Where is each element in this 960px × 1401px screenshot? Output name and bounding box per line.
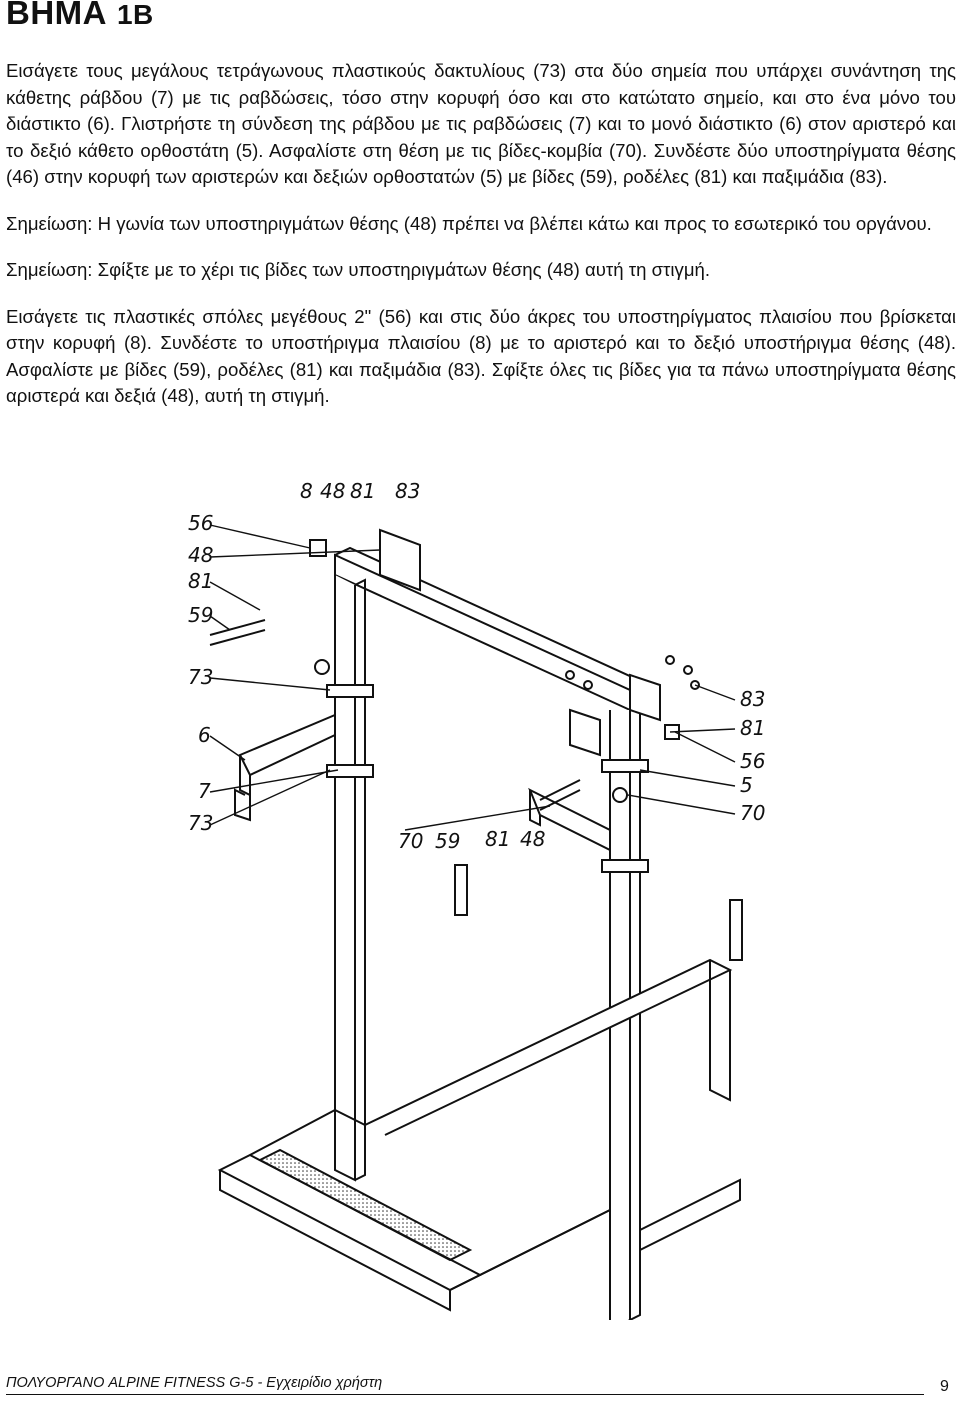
step-number: 1B: [116, 0, 154, 30]
callout-labels: 8 48 81 83 56 48 81 59 73 6 7 73 83 81 5…: [188, 479, 765, 853]
paragraph-1: Εισάγετε τους μεγάλους τετράγωνους πλαστ…: [6, 60, 956, 187]
callout-top-8: 8: [300, 479, 313, 503]
callout-top-83: 83: [395, 479, 420, 503]
callout-left-73: 73: [188, 665, 213, 689]
page-title: ΒΗΜΑ 1B: [6, 0, 154, 32]
callout-right-5: 5: [740, 773, 753, 797]
footer-divider: [6, 1394, 924, 1395]
callout-left-81: 81: [188, 569, 213, 593]
callout-bottom-70: 70: [398, 829, 423, 853]
callout-left-59: 59: [188, 603, 213, 627]
callout-bottom-59: 59: [435, 829, 460, 853]
callout-left-6: 6: [198, 723, 211, 747]
callout-right-56: 56: [740, 749, 765, 773]
assembly-drawing: 8 48 81 83 56 48 81 59 73 6 7 73 83 81 5…: [188, 479, 765, 1332]
page-number: 9: [940, 1378, 949, 1395]
callout-top-48: 48: [320, 479, 345, 503]
note-1: Σημείωση: Η γωνία των υποστηριγμάτων θέσ…: [6, 212, 932, 234]
callout-left-48: 48: [188, 543, 213, 567]
callout-left-56: 56: [188, 511, 213, 535]
note-2: Σημείωση: Σφίξτε με το χέρι τις βίδες τω…: [6, 259, 711, 280]
callout-left-7: 7: [198, 779, 211, 803]
callout-bottom-48: 48: [520, 827, 545, 851]
instructions: Εισάγετε τους μεγάλους τετράγωνους πλαστ…: [6, 58, 956, 430]
callout-right-70: 70: [740, 801, 765, 825]
callout-right-81: 81: [740, 716, 765, 740]
callout-bottom-81: 81: [485, 827, 510, 851]
callout-right-83: 83: [740, 687, 765, 711]
frame-drawing: [209, 528, 743, 1332]
assembly-diagram: 8 48 81 83 56 48 81 59 73 6 7 73 83 81 5…: [150, 470, 800, 1332]
title-text: ΒΗΜΑ: [6, 0, 107, 31]
footer-title: ΠΟΛΥΟΡΓΑΝΟ ALPINE FITNESS G-5 - Εγχειρίδ…: [6, 1375, 383, 1391]
callout-top-81: 81: [350, 479, 375, 503]
callout-left-73b: 73: [188, 811, 213, 835]
paragraph-2: Εισάγετε τις πλαστικές σπόλες μεγέθους 2…: [6, 305, 956, 407]
leader-lines: [209, 524, 736, 831]
